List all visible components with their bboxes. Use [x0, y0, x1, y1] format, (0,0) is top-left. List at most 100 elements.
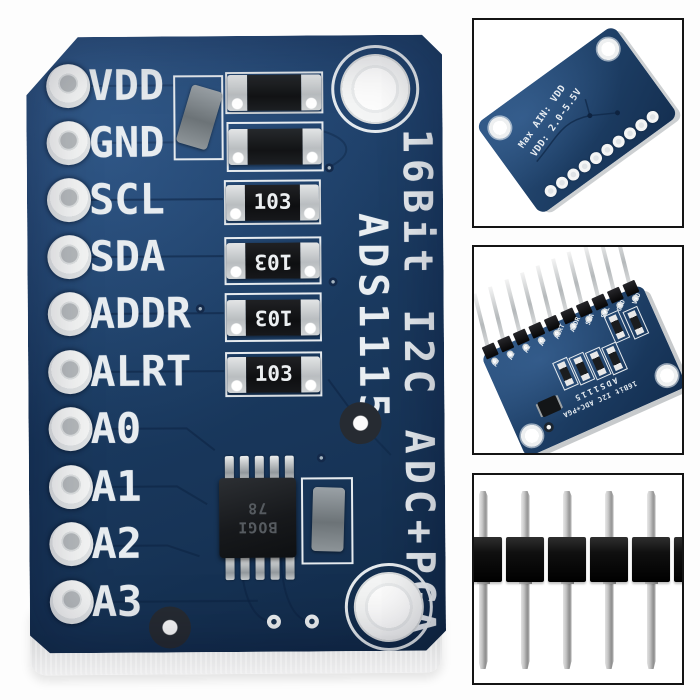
- tiny-pin-label: A3: [490, 357, 502, 368]
- pin-pad-sda: [47, 235, 91, 279]
- via: [267, 615, 281, 629]
- resistor-3: 103: [227, 294, 320, 340]
- resistor-2: 103: [226, 238, 319, 283]
- header-pin-bottom: [520, 581, 530, 669]
- pin-pad-alrt: [48, 350, 92, 394]
- header-pin: [582, 247, 600, 298]
- pin-label-addr: ADDR: [89, 288, 192, 339]
- via-small: [317, 453, 326, 462]
- header-pin: [519, 272, 537, 326]
- resistor-outline-3: 103: [225, 292, 322, 342]
- pin-label-a2: A2: [91, 518, 143, 569]
- header-pin: [614, 247, 631, 284]
- tiny-pin-label: A2: [506, 350, 517, 362]
- header-pin: [504, 279, 521, 333]
- pin-pad-vdd: [46, 64, 90, 108]
- resistor-outline-4: 103: [225, 351, 322, 397]
- ic-pin: [255, 456, 264, 480]
- pin-pad-a2: [49, 522, 93, 566]
- header-pin: [551, 258, 568, 312]
- ic-pin: [285, 556, 294, 580]
- ic-pin: [285, 456, 294, 480]
- ic-pin: [270, 456, 279, 480]
- tiny-pin-label: VDD: [630, 291, 643, 306]
- tented-via-large: [149, 606, 191, 648]
- capacitor-by-ic: [311, 487, 345, 552]
- ic-marking-line2: 78: [247, 499, 268, 518]
- header-plastic-block: [474, 537, 502, 582]
- pin-label-a0: A0: [90, 403, 142, 454]
- ic-pin: [240, 456, 249, 480]
- capacitor-outline-ic: [301, 477, 354, 564]
- tiny-pin-label: SDA: [583, 312, 596, 327]
- header-pin: [598, 247, 615, 291]
- header-plastic-block: [674, 537, 682, 582]
- via: [305, 614, 319, 628]
- header-pin: [535, 265, 553, 319]
- pin-pad-a1: [49, 465, 93, 509]
- resistor-value: 103: [254, 361, 293, 386]
- ic-pin: [240, 556, 249, 580]
- pin-label-gnd: GND: [88, 117, 165, 168]
- header-pin-top: [478, 491, 488, 538]
- mounting-hole-top: [331, 45, 420, 134]
- pin-label-a3: A3: [91, 576, 143, 627]
- header-pin-top: [562, 491, 572, 538]
- ic-pin: [255, 556, 264, 580]
- pin-pad-scl: [47, 178, 91, 222]
- pin-label-sda: SDA: [89, 231, 166, 282]
- resistor-value: 103: [254, 305, 293, 330]
- header-pin: [474, 293, 490, 347]
- ic-pin: [270, 556, 279, 580]
- ic-pin: [225, 456, 234, 480]
- header-pin: [566, 251, 584, 305]
- silkscreen-model: ADS1115: [349, 212, 397, 424]
- header-pin-top: [646, 491, 656, 538]
- pin-label-alrt: ALRT: [90, 346, 192, 397]
- silkscreen-title: 16Bit I2C ADC+PGA: [393, 128, 444, 641]
- header-pin-bottom: [562, 581, 572, 669]
- via-small: [196, 304, 205, 313]
- header-plastic-block: [590, 537, 628, 582]
- resistor-outline-1: 103: [224, 179, 321, 225]
- adc-ic-chip: BOGI 78: [219, 478, 297, 559]
- via-small: [329, 277, 338, 286]
- via-small: [325, 163, 334, 172]
- header-pin-top: [520, 491, 530, 538]
- capacitor-outline: [173, 75, 224, 160]
- resistor-value: 103: [253, 249, 292, 274]
- pin-pad-addr: [48, 292, 92, 336]
- pcb-angled: A3 A2 A1 A0 ALRT ADDR SDA SCL GND VDD 16…: [474, 247, 682, 453]
- thumbnail-angled-view[interactable]: A3 A2 A1 A0 ALRT ADDR SDA SCL GND VDD 16…: [472, 245, 684, 455]
- smd-cap-outline-2: [226, 121, 323, 172]
- resistor-value: 103: [253, 189, 292, 214]
- pin-pad-a0: [48, 407, 92, 451]
- thumbnail-pin-header[interactable]: [472, 473, 684, 685]
- pin-pad-a3: [50, 580, 94, 624]
- header-plastic-block: [548, 537, 586, 582]
- header-plastic-block: [632, 537, 670, 582]
- main-product-image[interactable]: VDD GND SCL SDA ADDR ALRT A0 A1 A2 A3 16…: [0, 0, 460, 700]
- pcb-back: Max AIN: VDD VDD: 2.0-5.5V: [475, 24, 679, 216]
- resistor-1: 103: [226, 181, 319, 223]
- thumbnail-back-view[interactable]: Max AIN: VDD VDD: 2.0-5.5V: [472, 18, 684, 228]
- ic-pin: [225, 556, 234, 580]
- pin-pad-gnd: [46, 121, 90, 165]
- header-pin: [488, 286, 505, 340]
- pcb-front: VDD GND SCL SDA ADDR ALRT A0 A1 A2 A3 16…: [26, 35, 446, 654]
- mounting-hole-bottom: [345, 563, 434, 652]
- resistor-outline-2: 103: [224, 236, 321, 285]
- ic-marking-line1: BOGI: [237, 518, 278, 537]
- header-pin-bottom: [478, 581, 488, 669]
- pin-label-a1: A1: [90, 461, 142, 512]
- pin-label-scl: SCL: [88, 174, 166, 225]
- tented-via-large: [339, 402, 381, 444]
- tilted-capacitor: [176, 84, 224, 151]
- back-traces: [536, 98, 621, 163]
- smd-capacitor-1: [227, 73, 321, 112]
- resistor-4: 103: [227, 353, 320, 395]
- tiny-pin-label: A0: [537, 336, 548, 348]
- pin-label-vdd: VDD: [88, 60, 165, 111]
- header-pin-bottom: [646, 581, 656, 669]
